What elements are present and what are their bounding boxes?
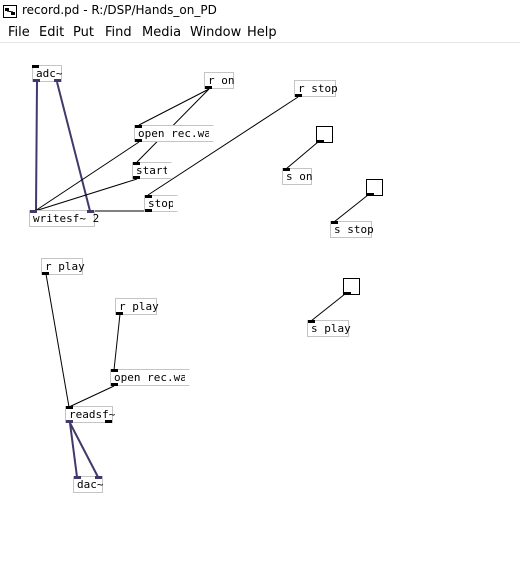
start-message[interactable]: start [132,162,172,179]
bang-play-outlet[interactable] [344,292,351,295]
r-play-outlet-1[interactable] [42,272,49,275]
adc-outlet-right[interactable] [54,79,61,82]
open-rec-message-2[interactable]: open rec.wav [110,369,190,386]
menu-edit[interactable]: Edit [39,25,65,40]
r-play-object-1[interactable]: r play [41,258,85,275]
stop-label: stop [148,197,175,210]
menu-help[interactable]: Help [247,25,277,40]
menu-window[interactable]: Window [190,25,242,40]
dac-inlet-left[interactable] [74,476,81,479]
open-rec-inlet-2[interactable] [111,369,118,372]
dac-inlet-right[interactable] [95,476,102,479]
s-on-inlet[interactable] [283,168,290,171]
s-play-label: s play [311,322,351,335]
adc-inlet[interactable] [32,65,39,68]
r-on-label: r on [208,74,235,87]
bang-stop-button[interactable] [366,179,383,196]
stop-outlet[interactable] [145,209,152,212]
open-rec-inlet[interactable] [135,125,142,128]
dac-object[interactable]: dac~ [73,476,104,493]
adc-outlet-left[interactable] [33,79,40,82]
r-stop-label: r stop [298,82,338,95]
s-on-label: s on [286,170,313,183]
s-play-object[interactable]: s play [307,320,351,337]
r-stop-object[interactable]: r stop [294,80,338,97]
menu-file[interactable]: File [8,25,30,40]
start-inlet[interactable] [133,162,140,165]
r-play-outlet-2[interactable] [116,312,123,315]
menu-find[interactable]: Find [105,25,132,40]
readsf-object[interactable]: readsf~ [65,406,116,423]
s-on-object[interactable]: s on [282,168,313,185]
dac-label: dac~ [77,478,104,491]
r-on-object[interactable]: r on [204,72,235,89]
bang-on-outlet[interactable] [317,140,324,143]
adc-object[interactable]: adc~ [32,65,63,82]
readsf-label: readsf~ [69,408,116,421]
open-rec-label-2: open rec.wav [114,371,194,384]
menu-media[interactable]: Media [142,25,182,40]
r-play-label-1: r play [45,260,85,273]
title-bar: record.pd - R:/DSP/Hands_on_PD [0,0,520,22]
readsf-inlet[interactable] [66,406,73,409]
open-rec-outlet[interactable] [135,139,142,142]
adc-label: adc~ [36,67,63,80]
s-play-inlet[interactable] [308,320,315,323]
writesf-inlet-left[interactable] [30,210,37,213]
bang-play-button[interactable] [343,278,360,295]
start-label: start [136,164,170,177]
open-rec-message[interactable]: open rec.wav [134,125,214,142]
writesf-object[interactable]: writesf~ 2 [29,210,99,227]
writesf-label: writesf~ 2 [33,212,100,225]
open-rec-label: open rec.wav [138,127,218,140]
writesf-inlet-right[interactable] [87,210,94,213]
readsf-outlet-signal[interactable] [66,420,73,423]
s-stop-object[interactable]: s stop [330,221,374,238]
bang-on-button[interactable] [316,126,333,143]
readsf-outlet-done[interactable] [105,420,112,423]
menu-put[interactable]: Put [73,25,94,40]
stop-inlet[interactable] [145,195,152,198]
pd-patch-icon [3,5,17,18]
start-outlet[interactable] [133,176,140,179]
r-play-label-2: r play [119,300,159,313]
bang-stop-outlet[interactable] [367,193,374,196]
r-play-object-2[interactable]: r play [115,298,159,315]
open-rec-outlet-2[interactable] [111,383,118,386]
r-stop-outlet[interactable] [295,94,302,97]
s-stop-label: s stop [334,223,374,236]
menu-bar: File Edit Put Find Media Window Help [0,22,520,43]
s-stop-inlet[interactable] [331,221,338,224]
window-title: record.pd - R:/DSP/Hands_on_PD [22,3,217,17]
r-on-outlet[interactable] [205,86,212,89]
stop-message[interactable]: stop [144,195,178,212]
